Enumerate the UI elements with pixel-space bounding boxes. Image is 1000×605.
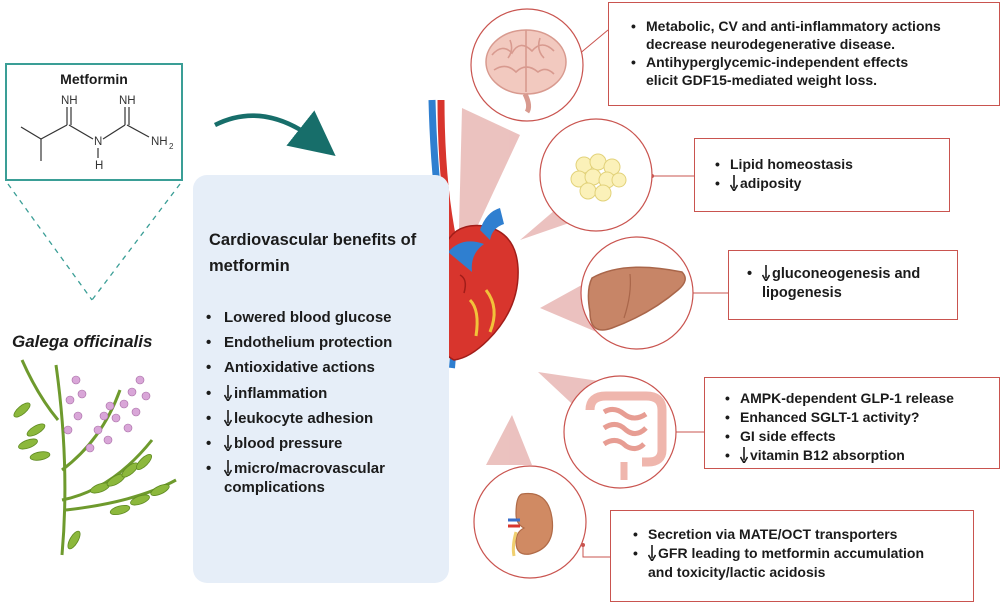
callout-connectors [577, 29, 728, 558]
kidney-effects-box: Secretion via MATE/OCT transportersGFR l… [610, 510, 974, 602]
metformin-structure-box: Metformin NH NH N H NH 2 [5, 63, 183, 181]
benefit-text: Lowered blood glucose [224, 309, 392, 326]
atom-nh-right: NH [119, 95, 136, 107]
effect-text: Secretion via MATE/OCT transporters [648, 526, 898, 542]
effect-item: vitamin B12 absorption [723, 446, 993, 465]
effect-item: adiposity [713, 174, 941, 193]
effect-text-continued: lipogenesis [762, 285, 842, 301]
effect-text: GI side effects [740, 428, 836, 444]
benefit-item: leukocyte adhesion [206, 409, 451, 434]
effect-item: Enhanced SGLT-1 activity? [723, 408, 993, 427]
effect-item: Lipid homeostasis [713, 155, 941, 174]
effect-text: Enhanced SGLT-1 activity? [740, 409, 920, 425]
brain-effects-box: Metabolic, CV and anti-inflammatory acti… [608, 2, 1000, 106]
effect-item: Metabolic, CV and anti-inflammatory acti… [629, 17, 991, 35]
atom-h: H [95, 160, 103, 172]
effect-item: GI side effects [723, 427, 993, 446]
effect-text: AMPK-dependent GLP-1 release [740, 390, 954, 406]
metformin-structure-icon: NH NH N H NH 2 [20, 95, 174, 172]
effect-text: Metabolic, CV and anti-inflammatory acti… [646, 18, 941, 34]
effect-item: AMPK-dependent GLP-1 release [723, 389, 993, 408]
benefits-list: Lowered blood glucoseEndothelium protect… [206, 308, 451, 496]
down-arrow-icon [224, 460, 232, 477]
down-arrow-icon [224, 434, 232, 451]
effect-text: GFR leading to metformin accumulation [658, 545, 925, 561]
kidney-icon [508, 492, 554, 557]
atom-n: N [94, 136, 102, 148]
plant-name: Galega officinalis [12, 332, 153, 351]
heart-icon [428, 208, 519, 361]
intestine-icon [585, 391, 667, 480]
benefit-text: micro/macrovascular complications [224, 460, 385, 497]
atom-nh2: NH [151, 136, 168, 148]
galega-plant-icon [13, 359, 177, 556]
benefit-text: inflammation [234, 384, 328, 402]
liver-effects-box: gluconeogenesis and lipogenesis [728, 250, 958, 320]
atom-nh-left: NH [61, 95, 78, 107]
gut-effects-box: AMPK-dependent GLP-1 releaseEnhanced SGL… [704, 377, 1000, 469]
liver-icon [587, 266, 686, 331]
down-arrow-icon [224, 384, 232, 401]
effect-item: Antihyperglycemic-independent effects [629, 53, 991, 71]
effect-text: Lipid homeostasis [730, 156, 853, 172]
effect-item: Secretion via MATE/OCT transporters [631, 525, 967, 544]
benefit-item: inflammation [206, 384, 451, 409]
molecule-title: Metformin [60, 71, 128, 87]
curved-arrow-icon [213, 110, 336, 156]
benefit-item: blood pressure [206, 434, 451, 459]
benefit-item: Antioxidative actions [206, 358, 451, 383]
benefits-title: Cardiovascular benefits of metformin [209, 231, 417, 275]
down-arrow-icon [730, 175, 738, 191]
effect-text-continued: elicit GDF15-mediated weight loss. [646, 72, 878, 88]
benefit-item: Lowered blood glucose [206, 308, 451, 333]
benefit-item: micro/macrovascular complications [206, 459, 451, 496]
effect-text-continued: decrease neurodegenerative disease. [646, 36, 896, 52]
benefit-text: Antioxidative actions [224, 359, 375, 377]
effect-item: gluconeogenesis and [745, 265, 949, 284]
fat-cells-icon [570, 153, 627, 202]
benefit-text: leukocyte adhesion [234, 409, 374, 427]
effect-text: gluconeogenesis and [772, 266, 921, 282]
effect-text: vitamin B12 absorption [750, 447, 905, 463]
effect-text: adiposity [740, 175, 802, 191]
benefit-text: blood pressure [234, 434, 343, 452]
down-arrow-icon [762, 265, 770, 281]
down-arrow-icon [740, 447, 748, 463]
atom-nh2-subscript: 2 [169, 142, 174, 151]
benefit-item: Endothelium protection [206, 333, 451, 358]
adipose-effects-box: Lipid homeostasis adiposity [694, 138, 950, 212]
molecule-source-dashes [7, 183, 181, 301]
down-arrow-icon [224, 409, 232, 426]
down-arrow-icon [648, 545, 656, 561]
brain-icon [485, 29, 567, 114]
benefit-text: Endothelium protection [224, 334, 393, 352]
effect-text: Antihyperglycemic-independent effects [646, 54, 909, 70]
effect-text-continued: and toxicity/lactic acidosis [648, 564, 826, 580]
effect-item: GFR leading to metformin accumulation [631, 544, 967, 563]
